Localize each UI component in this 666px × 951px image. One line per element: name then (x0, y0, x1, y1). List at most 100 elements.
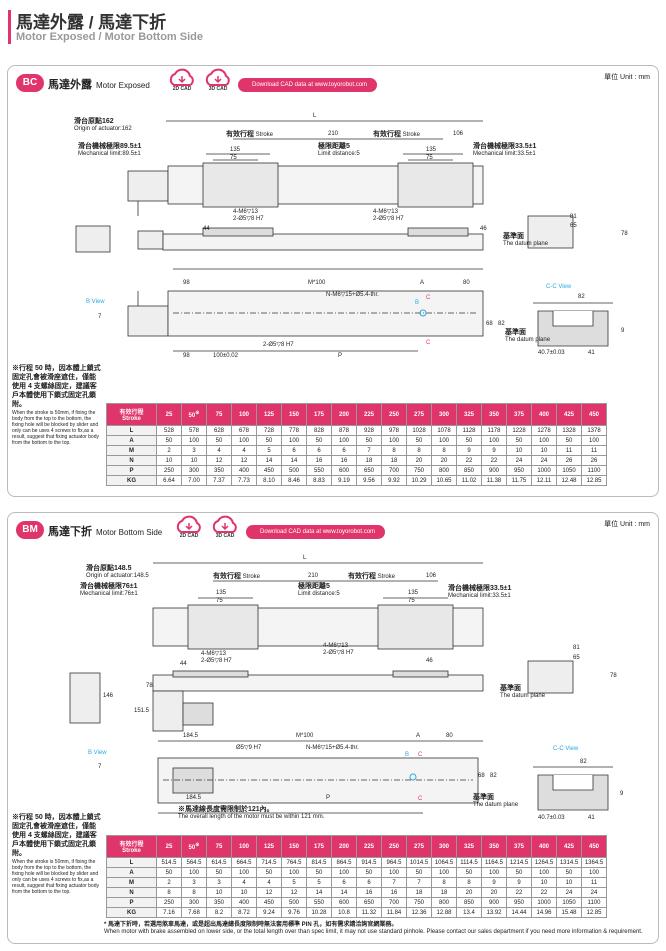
dim-44: 44 (203, 226, 210, 232)
table-cell: 8 (456, 877, 482, 888)
table-cell: 100 (381, 867, 407, 878)
cad-2d-button[interactable]: 2D CAD (166, 68, 198, 96)
cad-2d-button[interactable]: 2D CAD (173, 515, 205, 543)
svg-text:C: C (418, 796, 423, 802)
stroke-header-cell: 25 (156, 403, 182, 426)
stroke-label-left: 有效行程 Stroke (213, 573, 261, 580)
dim-106: 106 (426, 573, 437, 579)
row-label: P (106, 897, 157, 908)
nm6-label: N-M6▽15+Ø5.4-thr. (306, 745, 359, 751)
stroke-header-cell: 425 (556, 835, 582, 858)
cloud-download-icon (169, 68, 194, 86)
table-cell: 614.5 (206, 857, 232, 868)
table-cell: 16 (306, 455, 332, 466)
table-cell: 10 (156, 455, 182, 466)
motor-length-note: ※馬達線長度需限制於121內。The overall length of the… (178, 806, 325, 820)
table-cell: 1100 (581, 465, 607, 476)
table-cell: 14 (331, 887, 357, 898)
table-cell: 350 (206, 897, 232, 908)
table-cell: 964.5 (381, 857, 407, 868)
table-cell: 12.36 (406, 907, 432, 918)
dim-98-bottom: 98 (183, 353, 190, 359)
table-cell: 12.85 (581, 475, 607, 486)
table-cell: 100 (331, 435, 357, 446)
table-cell: 50 (456, 435, 482, 446)
table-cell: 7 (381, 877, 407, 888)
table-cell: 950 (506, 897, 532, 908)
model-badge: BC (16, 74, 44, 92)
table-cell: 10 (531, 445, 557, 456)
table-cell: 10 (206, 887, 232, 898)
dim-78: 78 (621, 231, 628, 237)
table-cell: 11.02 (456, 475, 482, 486)
dim-7: 7 (98, 314, 102, 320)
dim-75-right: 75 (426, 155, 433, 161)
table-cell: 4 (256, 877, 282, 888)
stroke-header-cell: 200 (331, 835, 357, 858)
row-label: N (106, 455, 157, 466)
table-cell: 50 (556, 867, 582, 878)
table-cell: 14.96 (531, 907, 557, 918)
table-cell: 6.64 (156, 475, 182, 486)
stroke-header-cell: 325 (456, 403, 482, 426)
table-cell: 828 (306, 425, 332, 436)
download-cad-link[interactable]: Download CAD data at www.toyorobot.com (238, 78, 378, 92)
table-cell: 6 (281, 445, 307, 456)
table-cell: 6 (356, 877, 382, 888)
table-cell: 16 (331, 455, 357, 466)
table-cell: 100 (531, 867, 557, 878)
table-cell: 900 (481, 465, 507, 476)
download-cad-link[interactable]: Download CAD data at www.toyorobot.com (246, 525, 386, 539)
table-cell: 100 (181, 867, 207, 878)
dim-151-5: 151.5 (134, 708, 150, 714)
table-cell: 250 (156, 465, 182, 476)
table-cell: 9 (481, 445, 507, 456)
table-cell: 350 (206, 465, 232, 476)
table-cell: 1314.5 (556, 857, 582, 868)
stroke-note: ※行程 50 時，因本體上鎖式固定孔會被滑座遮住，僅能使用 4 支螺絲固定，建議… (12, 365, 101, 446)
cad-3d-button[interactable]: 3D CAD (202, 68, 234, 96)
table-cell: 9.76 (281, 907, 307, 918)
table-cell: 564.5 (181, 857, 207, 868)
table-cell: 728 (256, 425, 282, 436)
table-cell: 100 (231, 867, 257, 878)
row-label: KG (106, 475, 157, 486)
table-cell: 11.32 (356, 907, 382, 918)
b-view-label: B View (86, 299, 105, 305)
table-cell: 1378 (581, 425, 607, 436)
stroke-note: ※行程 50 時，因本體上鎖式固定孔會被滑座遮住，僅能使用 4 支螺絲固定，建議… (12, 814, 101, 895)
table-cell: 50 (306, 435, 332, 446)
stroke-header-cell: 450 (581, 403, 607, 426)
row-label: P (106, 465, 157, 476)
table-cell: 12.48 (556, 475, 582, 486)
table-cell: 3 (206, 877, 232, 888)
dim-40-7: 40.7±0.03 (538, 350, 565, 356)
table-cell: 9 (481, 877, 507, 888)
table-cell: 100 (381, 435, 407, 446)
table-cell: 878 (331, 425, 357, 436)
table-cell: 11.75 (506, 475, 532, 486)
dim-210: 210 (308, 573, 319, 579)
table-cell: 550 (306, 465, 332, 476)
cad-3d-button[interactable]: 3D CAD (209, 515, 241, 543)
table-cell: 6 (331, 877, 357, 888)
dim-210: 210 (328, 131, 339, 137)
table-cell: 8 (156, 887, 182, 898)
table-cell: 24 (556, 887, 582, 898)
table-cell: 7.16 (156, 907, 182, 918)
table-cell: 628 (206, 425, 232, 436)
dim-80: 80 (446, 733, 453, 739)
